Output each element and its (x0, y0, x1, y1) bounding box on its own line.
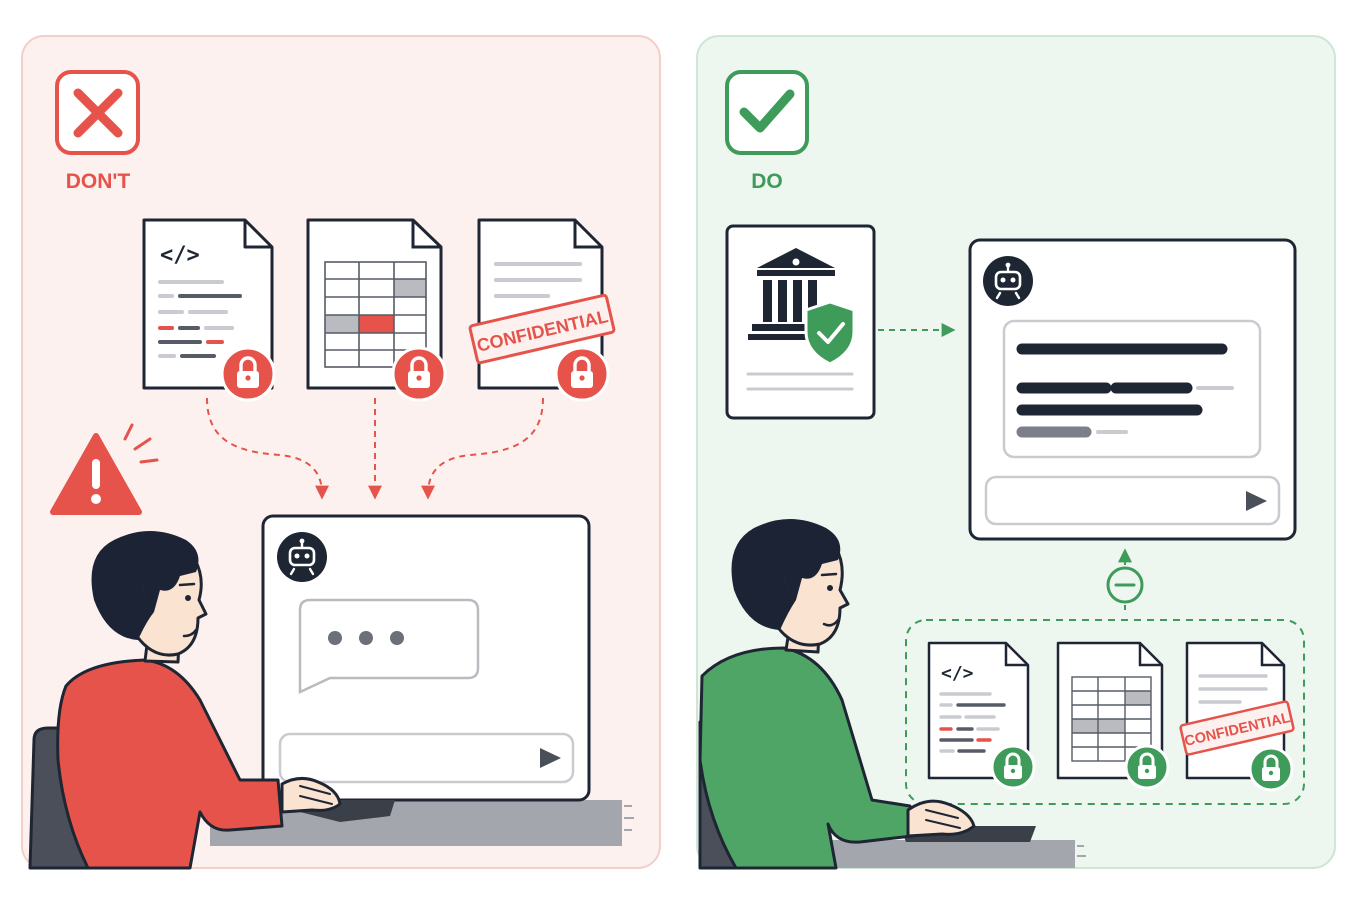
code-document: </> (927, 641, 1030, 780)
data-flow-arrows (206, 397, 544, 500)
confidential-document: CONFIDENTIAL (1179, 641, 1295, 780)
desk (820, 840, 1075, 868)
bank-building-icon (748, 248, 842, 340)
person-do (698, 519, 976, 870)
shield-check-icon (804, 300, 856, 366)
svg-text:</>: </> (160, 243, 200, 268)
do-panel: DO (696, 35, 1336, 870)
warning-triangle-icon (50, 423, 159, 515)
person-dont (56, 531, 342, 870)
chat-window (261, 514, 591, 802)
chat-window-safe (968, 238, 1297, 541)
robot-icon (983, 256, 1033, 306)
check-mark-icon (725, 70, 809, 155)
chat-input[interactable] (278, 732, 575, 784)
send-arrow-icon[interactable] (1246, 491, 1267, 511)
send-arrow-icon[interactable] (540, 748, 561, 768)
code-document: </> (142, 218, 274, 390)
chat-input[interactable] (984, 475, 1281, 526)
robot-icon (277, 532, 327, 582)
dont-label: DON'T (66, 170, 131, 193)
spreadsheet-document (306, 218, 443, 390)
lock-icon (220, 346, 276, 402)
protected-files-zone (905, 619, 1305, 805)
lock-icon (554, 346, 610, 402)
spreadsheet-document (1056, 641, 1164, 780)
svg-text:</>: </> (941, 663, 974, 684)
minus-circle-icon (1106, 566, 1144, 604)
typing-bubble (298, 598, 480, 694)
lock-icon (990, 744, 1036, 790)
dont-panel: DON'T </> (21, 35, 661, 870)
do-label: DO (751, 170, 783, 193)
lock-icon (391, 346, 447, 402)
lock-icon (1124, 744, 1170, 790)
lock-icon (1248, 746, 1294, 792)
x-mark-icon (55, 70, 140, 155)
policy-document (725, 224, 876, 420)
